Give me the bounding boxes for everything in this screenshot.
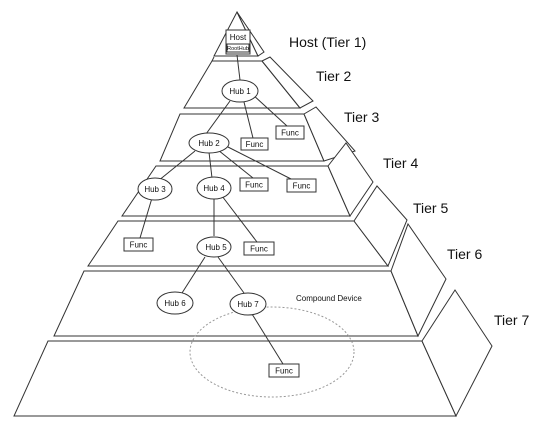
func-label: Func	[275, 367, 293, 376]
link-hub7-func-g	[251, 313, 284, 365]
hub-5-shape	[196, 236, 232, 258]
link-hub2-func-d	[225, 145, 296, 182]
link-hub1-func-a	[243, 101, 254, 139]
tier-label: Tier 3	[344, 109, 379, 125]
compound-device-boundary	[189, 306, 355, 398]
hub-7-shape	[229, 292, 267, 316]
tier-label: Tier 7	[494, 312, 529, 328]
tier-label: Tier 2	[316, 68, 351, 84]
link-hub2-hub4	[208, 151, 213, 179]
link-hub2-func-c	[217, 149, 254, 179]
link-host-hub1	[236, 54, 241, 81]
host-node: Host RootHub	[225, 29, 251, 55]
hub-3-label: Hub 3	[144, 185, 166, 194]
func-box	[240, 137, 269, 151]
func-label: Func	[293, 182, 311, 191]
func-node: Func	[275, 125, 305, 140]
func-node: Func	[239, 177, 269, 192]
hub-6: Hub 6	[156, 291, 194, 315]
tier-3-slab	[159, 106, 356, 162]
func-label: Func	[246, 140, 264, 149]
roothub-box	[226, 43, 250, 53]
func-node: Func	[243, 241, 275, 256]
hub-3: Hub 3	[137, 177, 173, 201]
func-box	[268, 363, 300, 378]
hub-5: Hub 5	[196, 236, 232, 258]
compound-device-label: Compound Device	[296, 294, 362, 303]
hub-1-shape	[221, 79, 259, 103]
hub-6-shape	[156, 291, 194, 315]
connection-lines	[139, 54, 296, 365]
tier-7-slab	[13, 289, 493, 418]
host-label: Host	[230, 33, 247, 42]
func-node: Func	[268, 363, 300, 378]
hub-1: Hub 1	[221, 79, 259, 103]
tier-5-slab	[87, 185, 408, 267]
hub-2-label: Hub 2	[198, 139, 220, 148]
func-box	[275, 125, 305, 140]
tier-label: Host (Tier 1)	[289, 34, 366, 50]
link-hub4-func-f	[221, 195, 258, 243]
link-hub1-func-b	[251, 93, 288, 127]
roothub-label: RootHub	[227, 46, 249, 52]
hub-4-label: Hub 4	[203, 184, 225, 193]
hub-4: Hub 4	[196, 176, 232, 200]
tier-label: Tier 5	[413, 200, 448, 216]
tier-2-top-edge	[211, 56, 215, 62]
hub-2-shape	[188, 132, 230, 154]
link-hub5-hub6	[181, 256, 206, 294]
link-hub5-hub7	[217, 256, 245, 294]
hub-4-shape	[196, 176, 232, 200]
tier-5-side-face	[353, 185, 408, 267]
tier-label: Tier 6	[447, 246, 482, 262]
tier-label: Tier 4	[383, 155, 418, 171]
hub-7: Hub 7	[229, 292, 267, 316]
func-node: Func	[240, 137, 269, 151]
hub-6-label: Hub 6	[164, 299, 186, 308]
func-box	[239, 177, 269, 192]
tier-7-side-face	[421, 289, 493, 418]
hub-3-shape	[137, 177, 173, 201]
func-node: Func	[286, 178, 317, 193]
hub-7-label: Hub 7	[237, 300, 259, 309]
func-node: Func	[123, 237, 154, 252]
tier-6-side-face	[390, 222, 447, 338]
link-hub3-func-e	[139, 197, 153, 239]
hub-5-label: Hub 5	[205, 243, 227, 252]
func-box	[123, 237, 154, 252]
hub-2: Hub 2	[188, 132, 230, 154]
tier-2-side-face	[261, 56, 314, 109]
tier-7-front-face	[13, 340, 457, 417]
func-label: Func	[130, 241, 148, 250]
func-box	[286, 178, 317, 193]
hub-1-label: Hub 1	[229, 87, 251, 96]
func-label: Func	[281, 129, 299, 138]
link-hub2-hub3	[157, 150, 196, 182]
func-label: Func	[250, 245, 268, 254]
link-hub1-hub2	[205, 100, 231, 135]
tier-4-side-face	[327, 142, 374, 218]
func-box	[243, 241, 275, 256]
func-label: Func	[245, 181, 263, 190]
